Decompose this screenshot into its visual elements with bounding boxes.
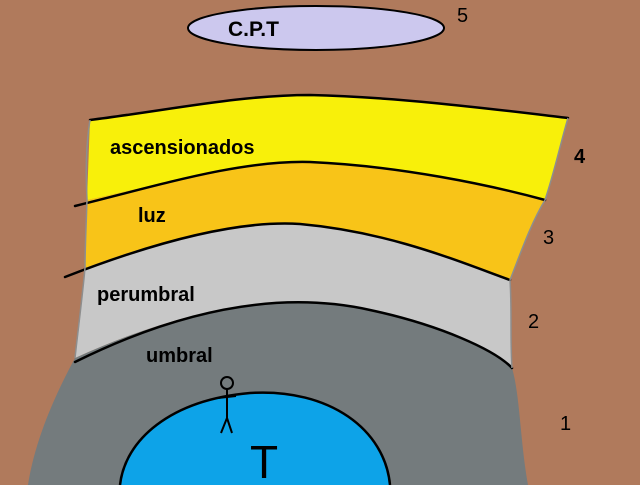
layer-label-umbral: umbral xyxy=(146,345,213,367)
core-circle xyxy=(120,392,390,485)
perumbral-top-line xyxy=(63,222,512,282)
core-outline xyxy=(118,391,392,485)
luz-top-line xyxy=(73,160,547,208)
umbral-top-line xyxy=(73,301,514,370)
stick-figure xyxy=(217,376,237,434)
number-label: 2 xyxy=(528,311,539,333)
left-edge xyxy=(74,119,91,359)
number-label: 4 xyxy=(574,146,586,168)
top-boundary-line xyxy=(88,93,570,122)
layer-label-ascensionados: ascensionados xyxy=(110,137,255,159)
perumbral-layer xyxy=(75,223,512,368)
layer-label-perumbral: perumbral xyxy=(97,284,195,306)
side-edges xyxy=(74,117,569,369)
cpt-ellipse xyxy=(187,5,445,51)
boundary-lines xyxy=(63,93,570,370)
right-edge xyxy=(509,117,569,369)
cpt-label: C.P.T xyxy=(228,18,279,41)
ascensionados-layer xyxy=(87,95,568,200)
layer-label-luz: luz xyxy=(138,205,166,227)
number-label: 3 xyxy=(543,227,554,249)
number-label: 5 xyxy=(457,5,468,27)
number-label: 1 xyxy=(560,413,571,435)
core-glyph: T xyxy=(250,436,278,485)
